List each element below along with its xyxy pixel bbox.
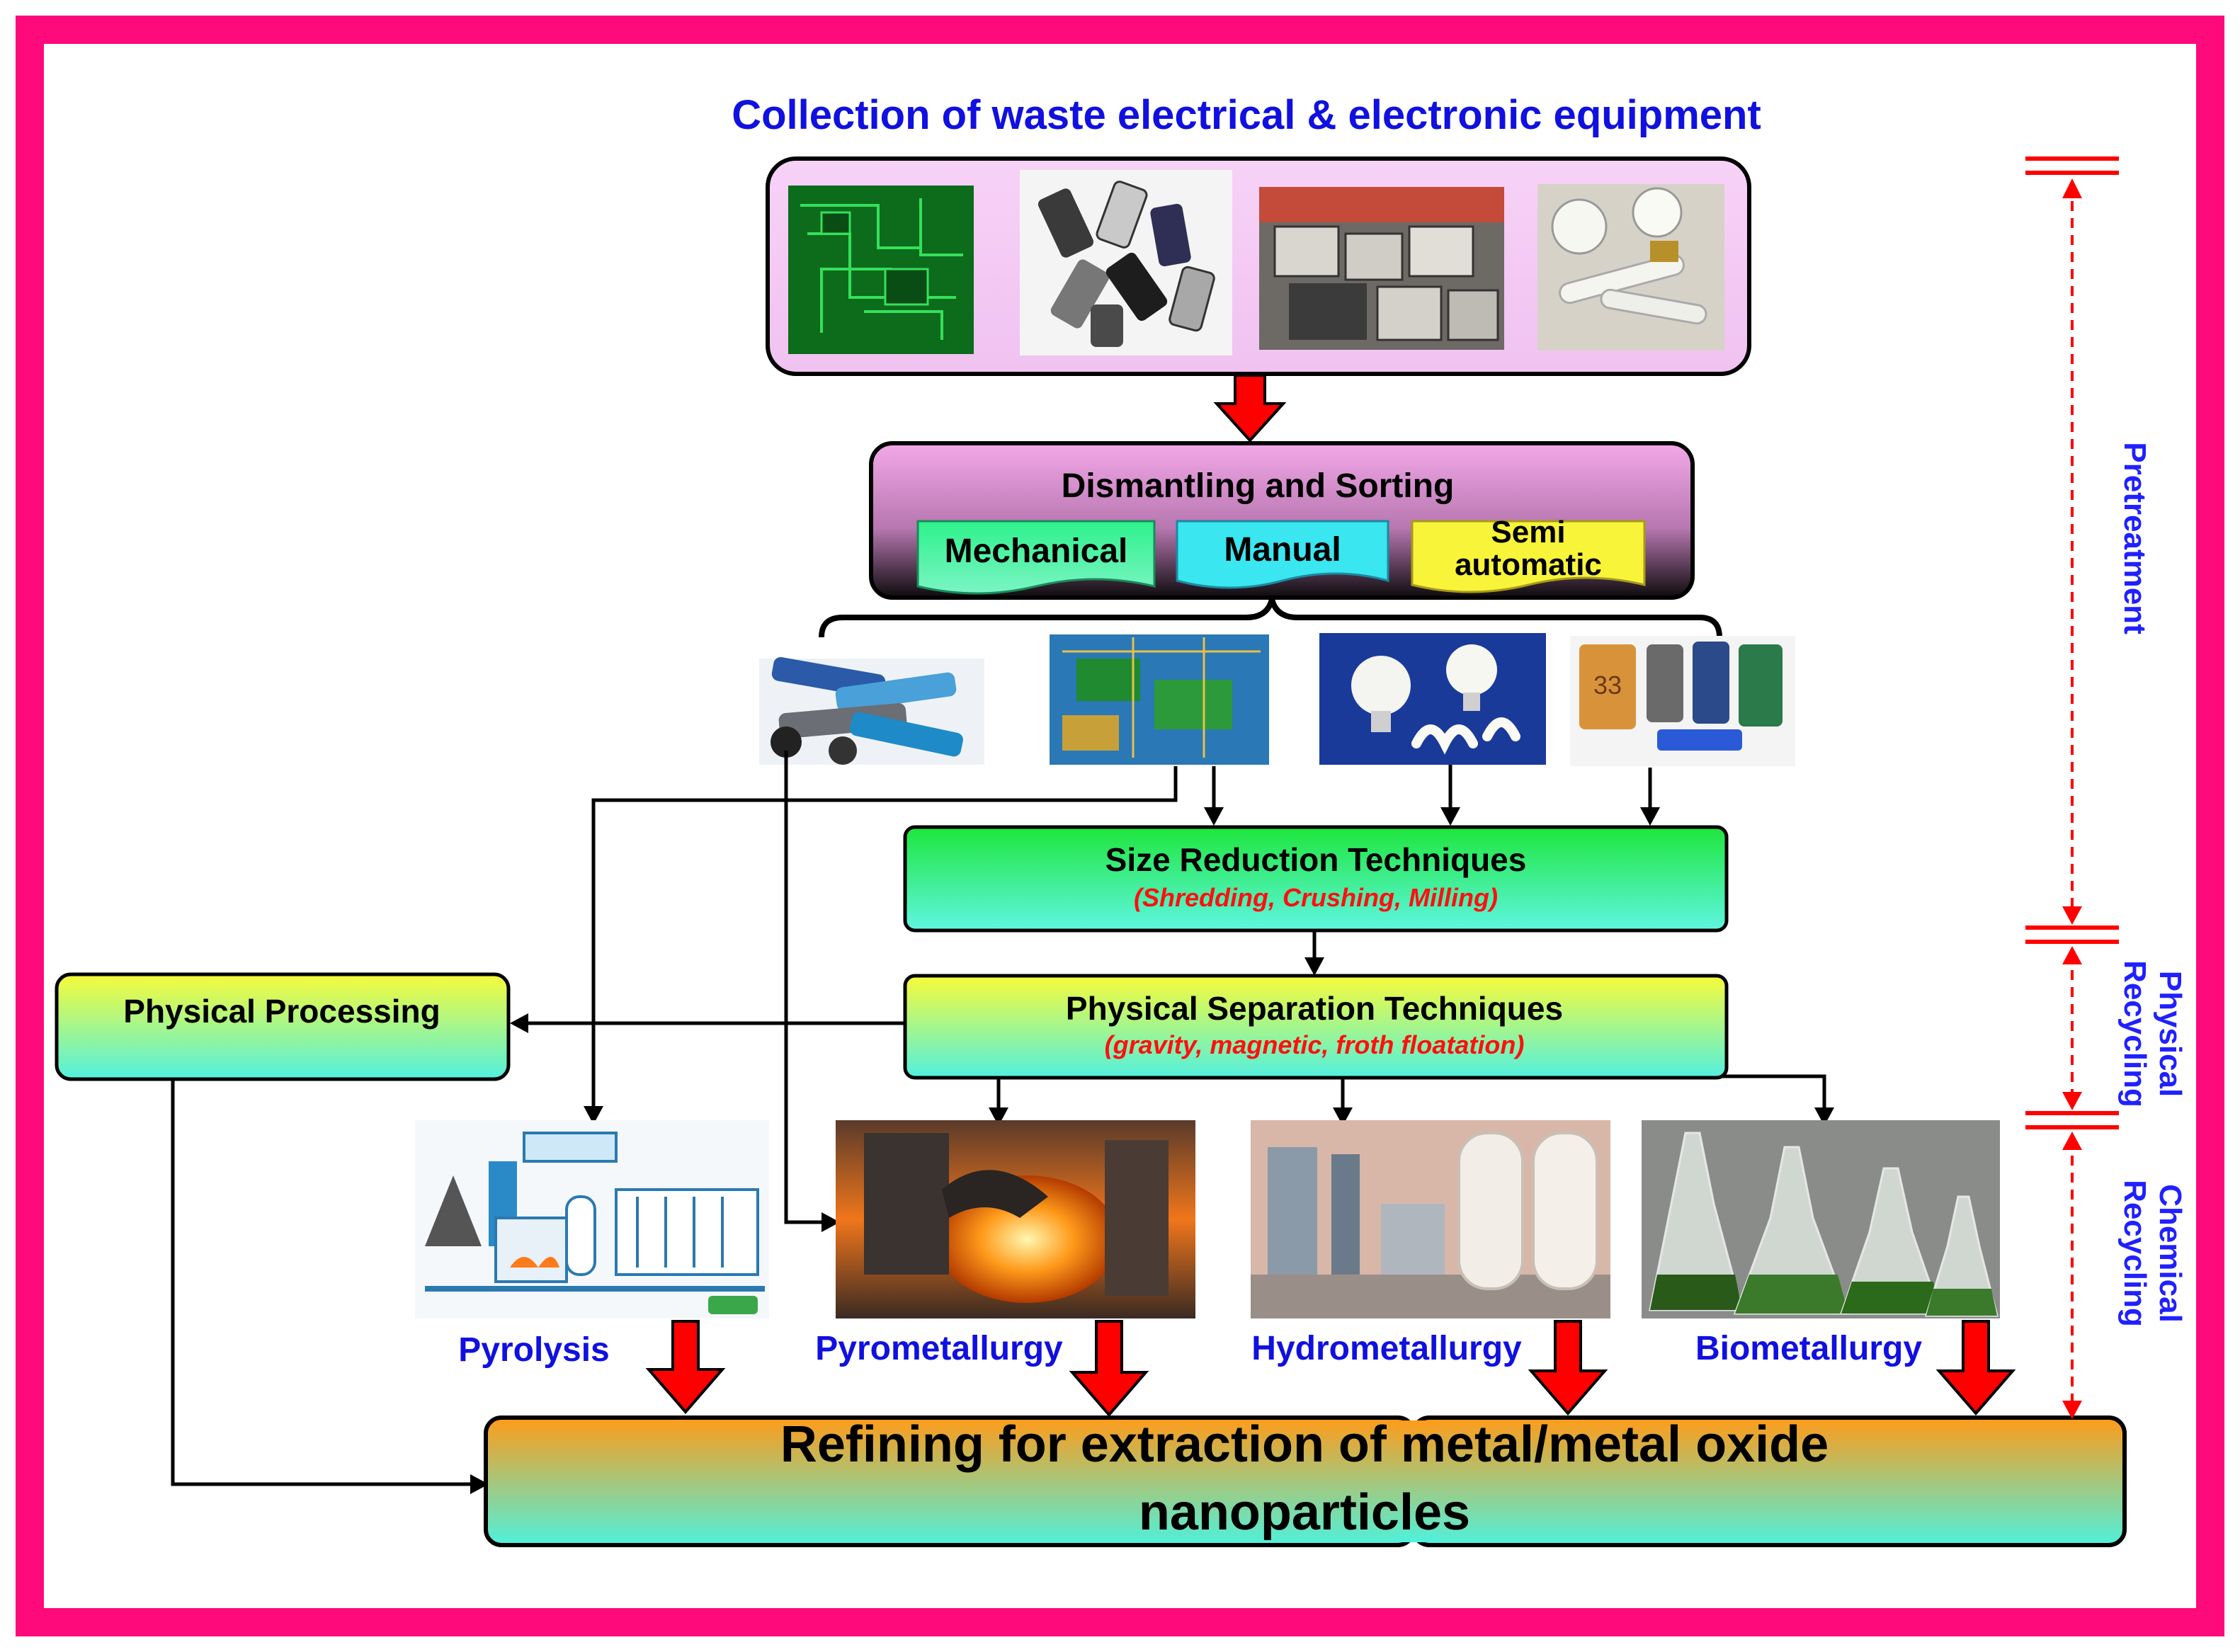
red-arrows — [645, 1320, 2016, 1418]
biometallurgy-label: Biometallurgy — [1695, 1330, 1922, 1367]
physical-processing-box — [55, 972, 511, 1081]
brace — [819, 598, 1722, 638]
dismantling-title: Dismantling and Sorting — [1062, 467, 1455, 505]
chemical-recycling-line2: Recycling — [2117, 1180, 2152, 1327]
physical-separation-title: Physical Separation Techniques — [1066, 990, 1563, 1027]
furnace-photo — [836, 1120, 1195, 1318]
pyrolysis-label: Pyrolysis — [458, 1331, 609, 1369]
physical-separation-box — [903, 974, 1729, 1080]
manual-tag — [1176, 520, 1389, 589]
collection-title: Collection of waste electrical & electro… — [732, 92, 1761, 138]
refining-line1: Refining for extraction of metal/metal o… — [780, 1416, 1829, 1473]
down-arrow-red — [1213, 374, 1287, 443]
semi-automatic-tag — [1411, 520, 1646, 593]
hydrometallurgy-label: Hydrometallurgy — [1251, 1330, 1522, 1367]
pcb-photo — [1050, 634, 1269, 765]
semi-label: Semi — [1491, 515, 1565, 549]
pyrometallurgy-label: Pyrometallurgy — [815, 1330, 1063, 1367]
lamps-photo — [1537, 184, 1724, 351]
outer-frame — [16, 16, 2224, 1636]
size-reduction-subtitle: (Shredding, Crushing, Milling) — [1134, 883, 1498, 912]
mobile-phones-photo — [1020, 170, 1232, 355]
size-reduction-box — [903, 825, 1729, 933]
connector-lines — [171, 751, 1828, 1488]
arrowheads — [470, 807, 1834, 1494]
stage-arrowheads — [2062, 178, 2082, 1419]
stage-markers — [2025, 156, 2119, 1129]
capacitor-marking: 33 — [1593, 671, 1622, 700]
mechanical-tag — [916, 520, 1156, 595]
manual-label: Manual — [1224, 531, 1341, 569]
red-arrow-pyrolysis — [645, 1320, 726, 1415]
refining-box-seam — [1395, 1420, 1438, 1542]
physical-recycling-line2: Recycling — [2117, 960, 2152, 1107]
chemical-recycling-line1: Chemical — [2153, 1184, 2188, 1323]
computers-photo — [1259, 187, 1504, 350]
red-arrow-biometallurgy — [1935, 1320, 2016, 1416]
flasks-photo — [1642, 1120, 2000, 1318]
size-reduction-title: Size Reduction Techniques — [1105, 841, 1527, 878]
refining-line2: nanoparticles — [1139, 1484, 1470, 1541]
automatic-label: automatic — [1455, 547, 1602, 582]
pretreatment-label: Pretreatment — [2117, 442, 2152, 634]
mechanical-label: Mechanical — [945, 532, 1128, 570]
batteries-photo — [759, 656, 984, 765]
pyrolysis-plant-diagram — [415, 1120, 769, 1318]
physical-processing-label: Physical Processing — [123, 993, 440, 1030]
circuit-board-photo — [788, 186, 974, 354]
physical-recycling-line1: Physical — [2153, 971, 2188, 1098]
tanks-photo — [1251, 1120, 1610, 1318]
physical-separation-subtitle: (gravity, magnetic, froth floatation) — [1105, 1030, 1525, 1059]
bulbs-photo — [1319, 633, 1546, 765]
capacitors-photo: 33 — [1570, 636, 1795, 766]
red-arrow-pyrometallurgy — [1069, 1320, 1149, 1418]
red-arrow-hydrometallurgy — [1528, 1320, 1608, 1416]
